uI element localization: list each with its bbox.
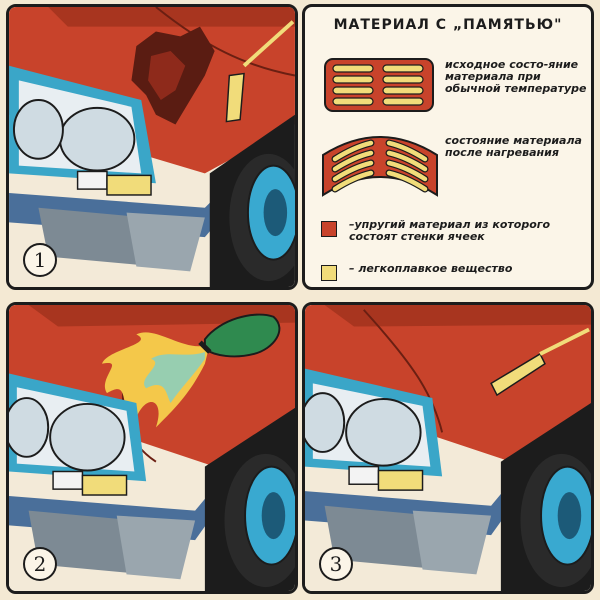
car-illustration-3 xyxy=(305,305,591,591)
original-state-label: исходное состо-яние материала при обычно… xyxy=(445,58,587,95)
panel-2-heating: 2 xyxy=(6,302,298,594)
panel-1-damaged-car: 1 xyxy=(6,4,298,290)
elastic-material-swatch xyxy=(321,221,337,237)
legend-title: МАТЕРИАЛ С „ПАМЯТЬЮ" xyxy=(333,17,563,33)
car-illustration-2 xyxy=(9,305,295,591)
original-state-sample xyxy=(324,58,434,112)
panel-number-2: 2 xyxy=(23,547,57,581)
panel-3-restored-car: 3 xyxy=(302,302,594,594)
fusible-substance-label: – легкоплавкое вещество xyxy=(349,262,513,275)
fusible-substance-swatch xyxy=(321,265,337,281)
legend-panel: МАТЕРИАЛ С „ПАМЯТЬЮ" xyxy=(302,4,594,290)
heated-state-label: состояние материала после нагревания xyxy=(445,134,582,159)
heated-state-sample xyxy=(322,136,438,197)
panel-number-1: 1 xyxy=(23,243,57,277)
panel-number-3: 3 xyxy=(319,547,353,581)
car-illustration-1 xyxy=(9,7,295,287)
elastic-material-label: –упругий материал из которого состоят ст… xyxy=(349,218,551,243)
